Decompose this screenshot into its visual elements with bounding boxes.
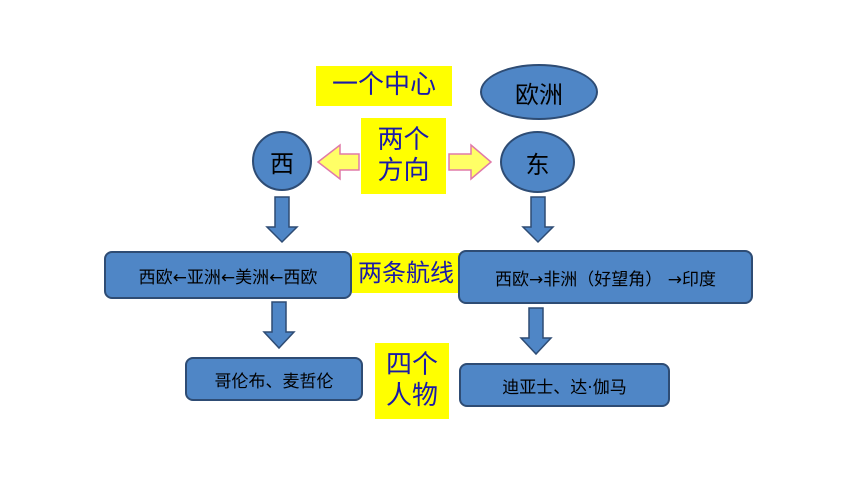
east-direction-arrow [448, 143, 493, 181]
directions-label: 两个方向 [361, 118, 446, 194]
west-node: 西 [252, 131, 312, 191]
routes-label: 两条航线 [352, 253, 460, 293]
east-route-box: 西欧→非洲（好望角） →印度 [458, 250, 753, 304]
east-down-arrow-2 [519, 307, 553, 356]
west-down-arrow-2 [262, 301, 296, 350]
east-node: 东 [500, 131, 575, 193]
west-down-arrow-1 [265, 196, 299, 244]
west-direction-arrow [316, 143, 360, 181]
west-route-box: 西欧←亚洲←美洲←西欧 [104, 251, 352, 299]
east-people-box: 迪亚士、达·伽马 [459, 363, 670, 407]
people-label: 四个人物 [375, 343, 449, 419]
east-down-arrow-1 [521, 196, 555, 244]
europe-node: 欧洲 [480, 64, 598, 120]
center-label: 一个中心 [316, 66, 452, 106]
west-people-box: 哥伦布、麦哲伦 [185, 357, 363, 401]
